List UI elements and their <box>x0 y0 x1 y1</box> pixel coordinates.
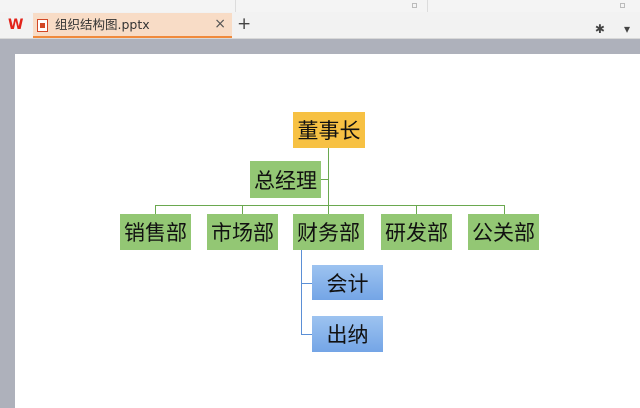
org-box-chairman[interactable]: 董事长 <box>293 112 365 148</box>
right-tools: ✱ ▾ <box>581 18 630 37</box>
org-box-pr[interactable]: 公关部 <box>468 214 539 250</box>
wps-logo-icon[interactable]: W <box>8 17 24 33</box>
close-tab-icon[interactable]: × <box>214 16 226 32</box>
restore-icon[interactable] <box>620 3 625 8</box>
org-box-sales[interactable]: 销售部 <box>120 214 191 250</box>
restore-icon[interactable] <box>412 3 417 8</box>
org-box-rnd[interactable]: 研发部 <box>381 214 452 250</box>
slide-editor-area: 董事长 总经理 销售部 市场部 财务部 研发部 公关部 会计 出纳 <box>0 40 640 408</box>
slide-canvas[interactable]: 董事长 总经理 销售部 市场部 财务部 研发部 公关部 会计 出纳 <box>15 54 640 408</box>
org-box-cashier[interactable]: 出纳 <box>312 316 383 352</box>
document-tab[interactable]: 组织结构图.pptx × <box>33 13 232 38</box>
skin-icon[interactable]: ✱ <box>594 22 605 36</box>
org-box-marketing[interactable]: 市场部 <box>207 214 278 250</box>
org-connectors <box>155 148 505 335</box>
org-box-general-manager[interactable]: 总经理 <box>250 161 321 198</box>
org-box-accounting[interactable]: 会计 <box>312 265 383 300</box>
org-box-finance[interactable]: 财务部 <box>293 214 364 250</box>
tab-filename: 组织结构图.pptx <box>55 17 150 32</box>
divider <box>427 0 428 12</box>
new-tab-button[interactable]: + <box>237 14 252 34</box>
pptx-file-icon <box>37 19 48 32</box>
window-top-strip <box>0 0 640 12</box>
tab-bar: W 组织结构图.pptx × + ✱ ▾ <box>0 12 640 39</box>
settings-menu-icon[interactable]: ▾ <box>623 22 630 36</box>
divider <box>235 0 236 12</box>
